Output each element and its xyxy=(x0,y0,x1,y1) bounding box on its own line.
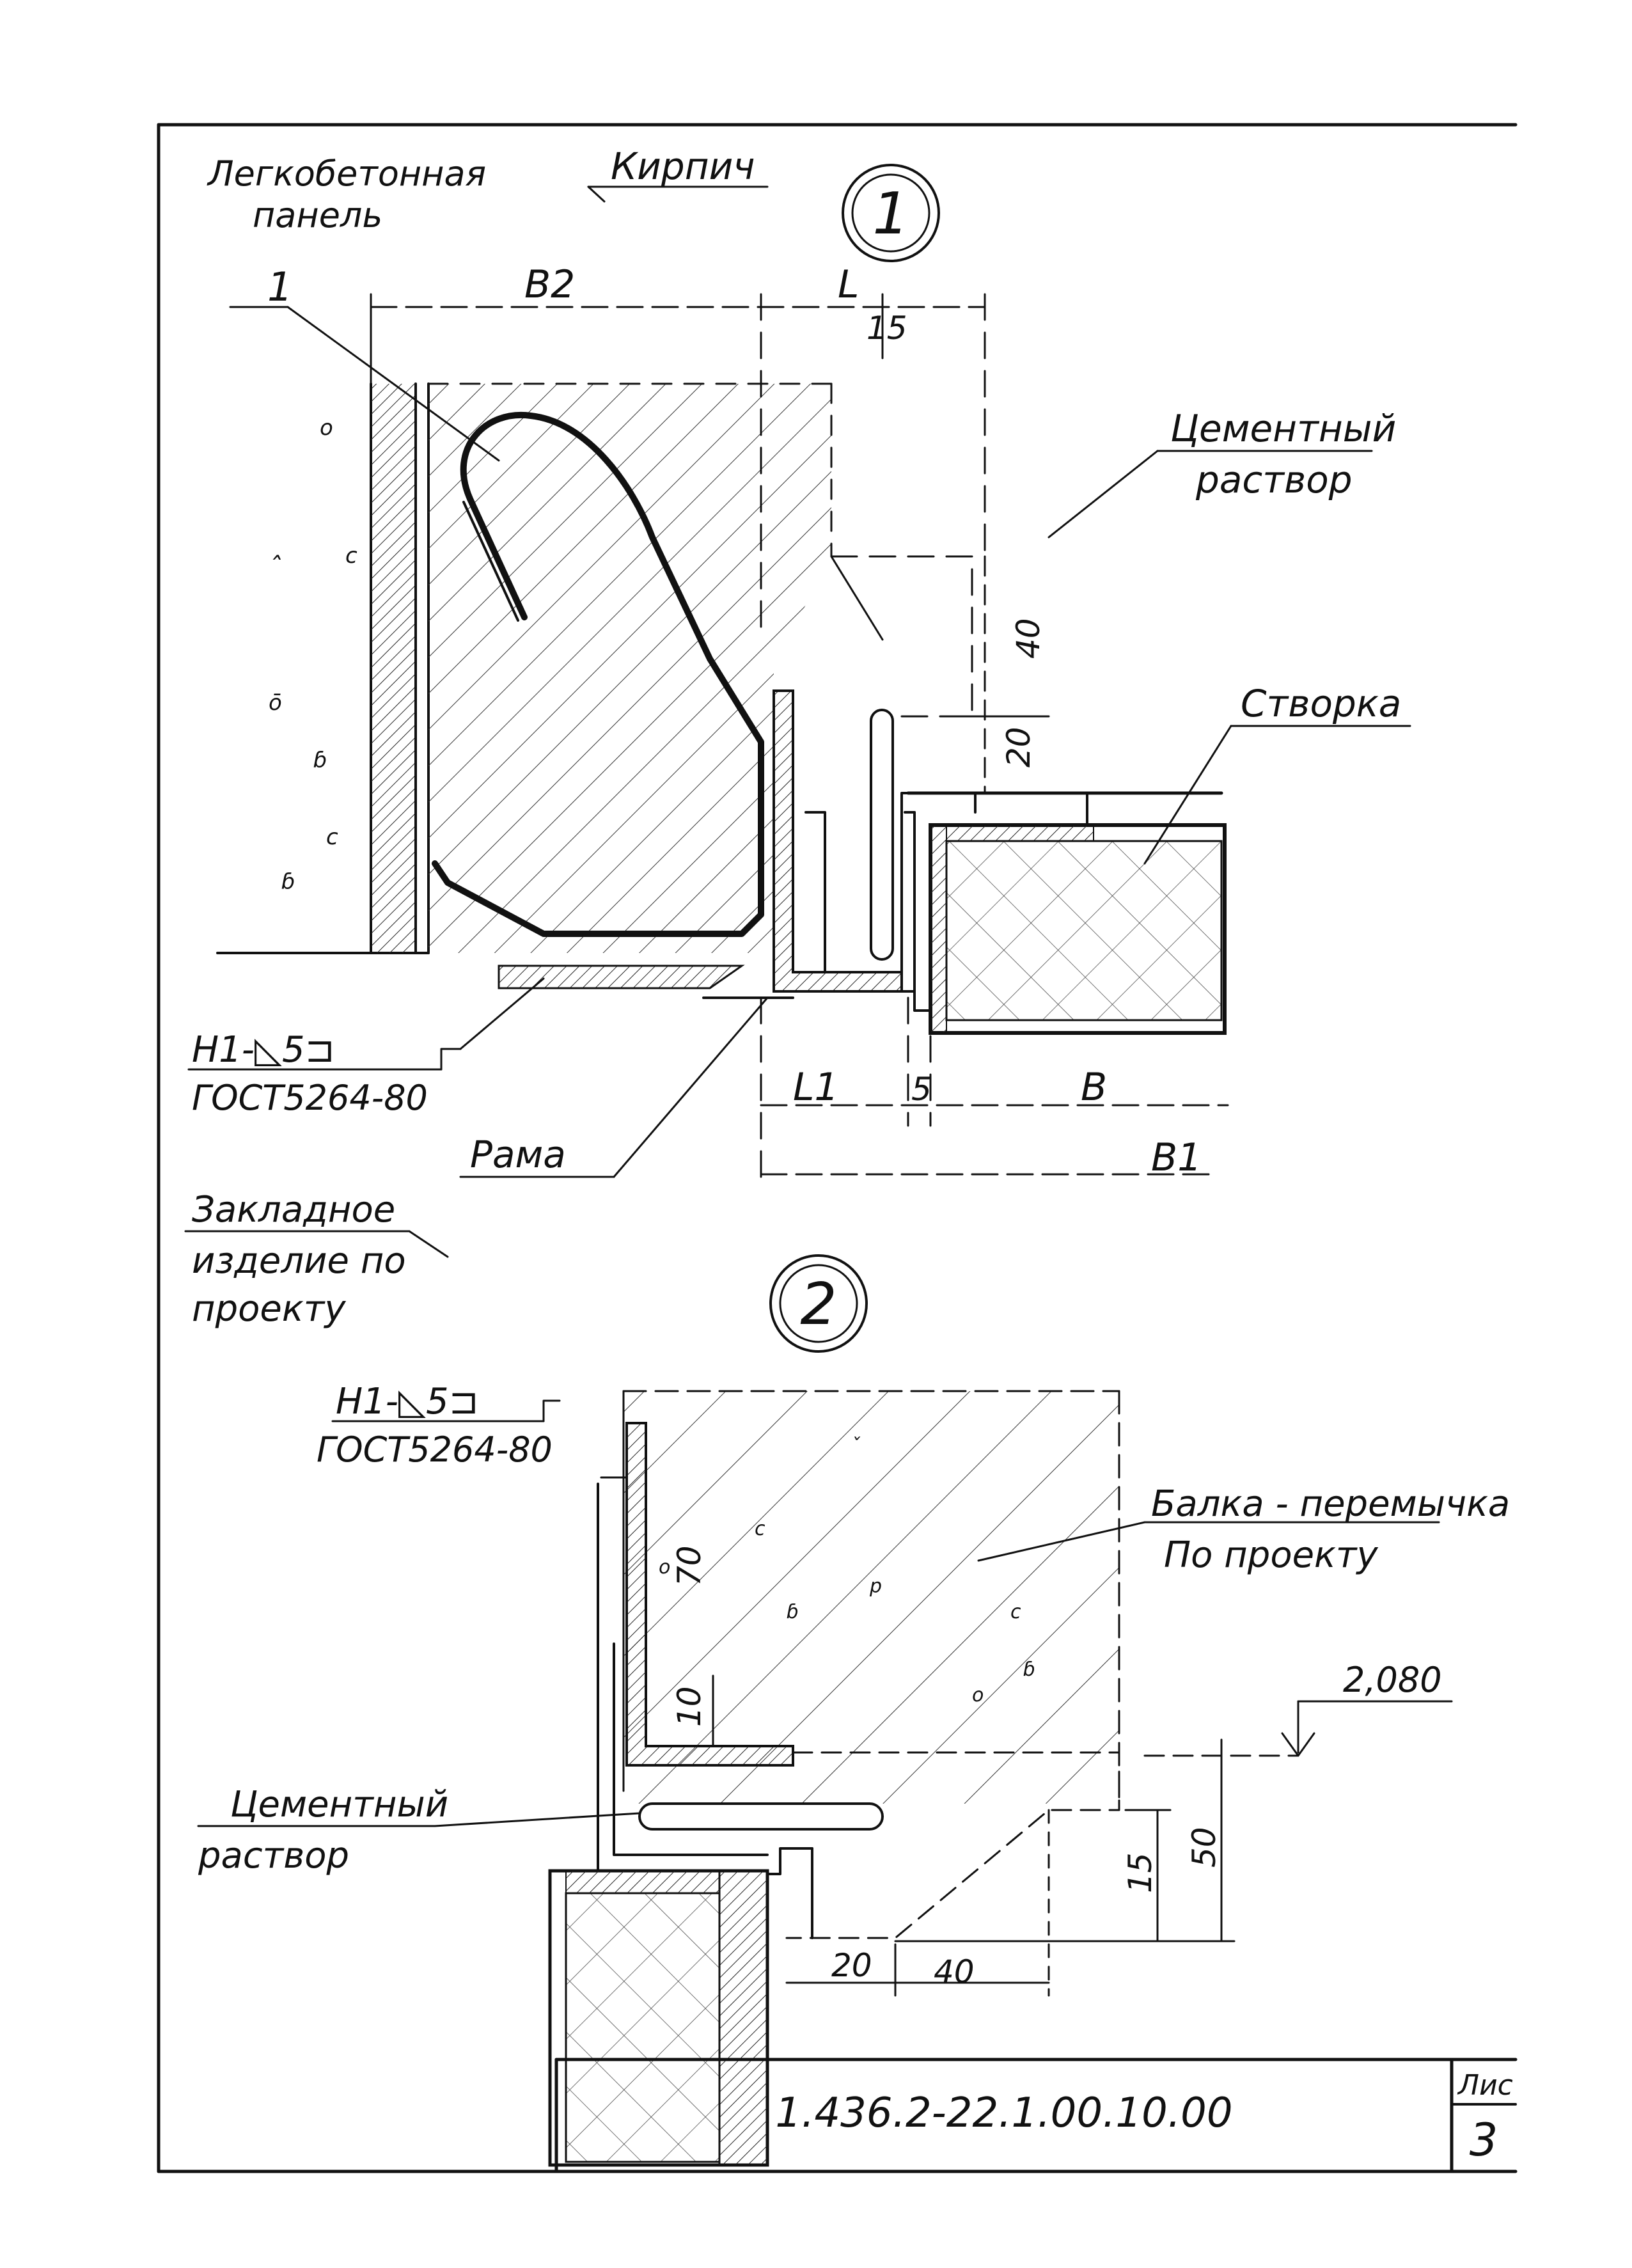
detail-1-dimensions: B2 L 15 40 20 L1 5 B B1 xyxy=(370,262,1229,1180)
detail-1: 1 ˆ o c ō ɓ c ɓ xyxy=(187,145,1411,1180)
svg-text:ɓ: ɓ xyxy=(787,1601,799,1623)
detail-2-callout: 2 xyxy=(769,1254,868,1353)
label-cement-2a: Цементный xyxy=(230,1784,448,1825)
svg-text:c: c xyxy=(326,824,338,850)
dim-10: 10 xyxy=(671,1686,708,1727)
svg-text:c: c xyxy=(755,1518,765,1540)
label-embedded-2: изделие по xyxy=(192,1240,406,1282)
lower-sash xyxy=(548,1869,769,2167)
embedded-angle xyxy=(597,1422,794,1767)
dim-40: 40 xyxy=(934,1953,975,1990)
sheet-frame xyxy=(157,123,1518,2173)
svg-text:ɓ: ɓ xyxy=(281,869,295,895)
svg-text:o: o xyxy=(659,1556,670,1579)
dim-B2: B2 xyxy=(524,262,575,307)
dim-B1: B1 xyxy=(1151,1135,1202,1180)
window-sash xyxy=(906,791,1227,1035)
svg-text:o: o xyxy=(972,1684,984,1706)
detail-1-labels: Легкобетонная панель Кирпич 1 Цементный … xyxy=(187,145,1411,1178)
label-cement-2b: раствор xyxy=(198,1835,349,1877)
svg-text:ɓ: ɓ xyxy=(313,748,327,773)
detail-1-number: 1 xyxy=(872,180,909,248)
cement-mortar-1 xyxy=(830,555,973,718)
window-frame xyxy=(498,689,977,1012)
svg-text:ō: ō xyxy=(269,690,282,716)
concrete-panel: ˆ o c ō ɓ c ɓ xyxy=(216,382,430,954)
svg-text:p: p xyxy=(869,1575,882,1598)
dim-20: 20 xyxy=(831,1947,872,1984)
sheet-label: Лис xyxy=(1457,2069,1513,2102)
svg-text:ˇ: ˇ xyxy=(851,1435,861,1457)
sheet-number: 3 xyxy=(1470,2114,1498,2166)
svg-text:o: o xyxy=(320,415,333,441)
anchor-loop xyxy=(432,411,764,937)
label-cement-2: раствор xyxy=(1195,458,1353,501)
dim-40-vert: 40 xyxy=(1010,618,1047,659)
label-cement-1: Цементный xyxy=(1170,407,1396,450)
dim-70: 70 xyxy=(671,1545,708,1586)
label-panel-1: Легкобетонная xyxy=(207,154,486,194)
detail-2-dimensions: 70 10 2,080 15 50 20 40 xyxy=(671,1545,1453,1997)
label-embedded-3: проекту xyxy=(192,1288,346,1330)
label-gost-1: ГОСТ5264-80 xyxy=(192,1078,428,1118)
detail-2-number: 2 xyxy=(800,1271,836,1338)
dim-5: 5 xyxy=(911,1071,932,1108)
label-brick: Кирпич xyxy=(611,145,755,188)
label-beam-2: По проекту xyxy=(1164,1534,1378,1576)
elev-mark: 2,080 xyxy=(1343,1660,1442,1700)
dim-L1: L1 xyxy=(793,1065,839,1110)
dim-15-top: 15 xyxy=(867,310,907,347)
label-embedded-1: Закладное xyxy=(192,1189,395,1231)
cement-mortar-2 xyxy=(597,1636,1120,1939)
label-sash: Створка xyxy=(1241,682,1401,725)
detail-2: 2 c ɓ p c ɓ o ˇ o xyxy=(184,1189,1510,2167)
label-weld-2: Н1-◺5⊐ xyxy=(336,1381,479,1422)
svg-text:ˆ: ˆ xyxy=(269,553,281,582)
label-item-1: 1 xyxy=(267,264,292,310)
label-panel-2: панель xyxy=(253,195,382,235)
drawing-code: 1.436.2-22.1.00.10.00 xyxy=(775,2090,1232,2137)
dim-B: B xyxy=(1081,1065,1107,1110)
label-gost-2: ГОСТ5264-80 xyxy=(317,1429,553,1470)
svg-text:ɓ: ɓ xyxy=(1023,1658,1035,1681)
title-block: 1.436.2-22.1.00.10.00 Лис 3 xyxy=(554,2058,1518,2173)
lintel-beam: c ɓ p c ɓ o ˇ o xyxy=(622,1390,1120,1805)
dim-15: 15 xyxy=(1122,1852,1159,1893)
dim-L: L xyxy=(838,262,859,307)
dim-50: 50 xyxy=(1186,1827,1223,1868)
dim-20-vert: 20 xyxy=(1000,727,1037,768)
detail-2-labels: Закладное изделие по проекту Н1-◺5⊐ ГОСТ… xyxy=(184,1189,1510,1877)
label-weld-1: Н1-◺5⊐ xyxy=(192,1029,335,1071)
label-beam-1: Балка - перемычка xyxy=(1151,1483,1510,1525)
brick-block xyxy=(427,382,833,953)
detail-1-callout: 1 xyxy=(842,164,940,262)
label-frame: Рама xyxy=(470,1133,566,1176)
svg-text:c: c xyxy=(345,543,357,569)
svg-text:c: c xyxy=(1010,1601,1021,1623)
